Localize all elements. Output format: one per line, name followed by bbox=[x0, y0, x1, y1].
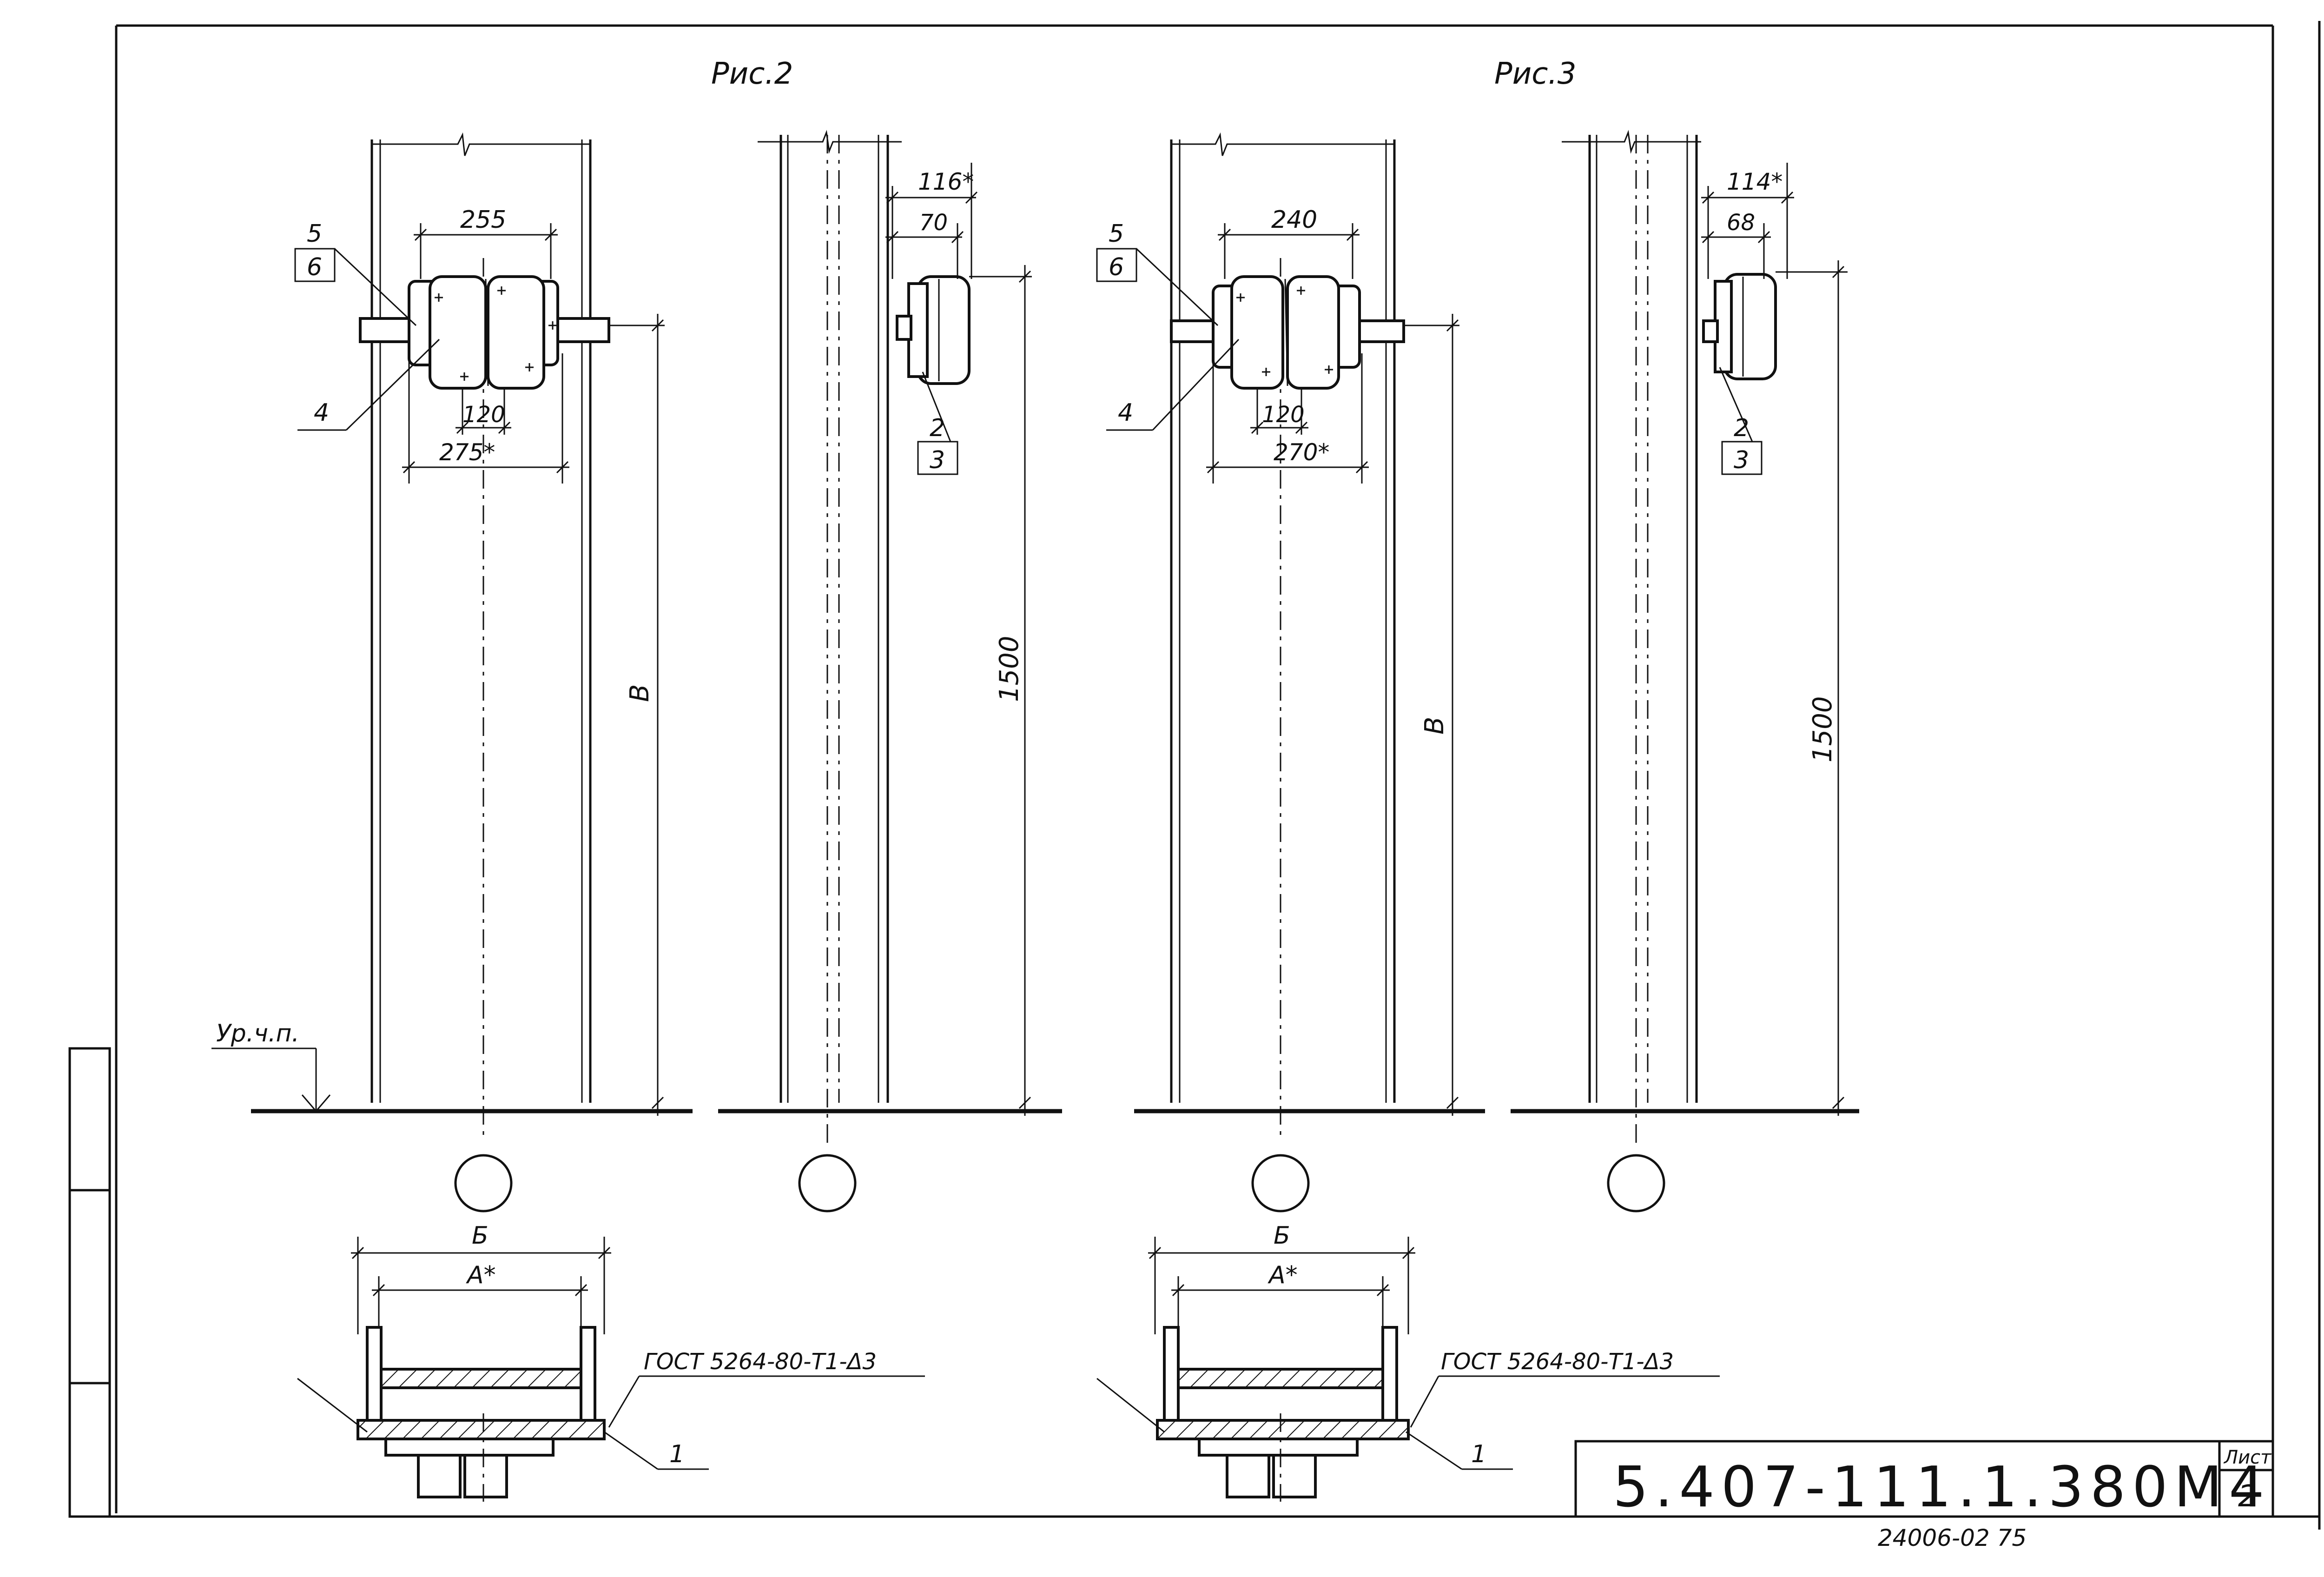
fig3-callout-2: 2 bbox=[1734, 414, 1749, 442]
fig3-side-dim-height: 1500 bbox=[1808, 696, 1838, 762]
fig3-side-dim-outer: 114* bbox=[1727, 168, 1783, 195]
fig2-callout-4: 4 bbox=[314, 399, 329, 427]
fig2-weld-note: ГОСТ 5264-80-Т1-Δ3 bbox=[644, 1349, 877, 1375]
ground-lines bbox=[211, 1047, 1859, 1113]
fig3-callout-3: 3 bbox=[1734, 446, 1749, 474]
fig2-front-view bbox=[294, 132, 665, 1141]
fig3-side-dim-inner: 68 bbox=[1727, 210, 1755, 236]
archive-number: 24006-02 75 bbox=[1878, 1524, 2027, 1551]
fig2-section-dim-b: Б bbox=[472, 1222, 489, 1250]
fig2-callout-3: 3 bbox=[930, 446, 945, 474]
fig2-side-view bbox=[758, 130, 1032, 1148]
fig2-dim-bottom: 275* bbox=[439, 439, 495, 466]
title-block bbox=[1574, 1440, 2274, 1518]
fig3-callout-4: 4 bbox=[1118, 399, 1133, 427]
fig2-side-dim-outer: 116* bbox=[918, 168, 974, 195]
fig3-callout-1: 1 bbox=[1471, 1440, 1486, 1468]
fig3-dim-top: 240 bbox=[1271, 206, 1317, 234]
fig3-section-dim-b: Б bbox=[1274, 1222, 1290, 1250]
sheet-number: 2 bbox=[2238, 1479, 2257, 1514]
fig3-section-dim-a: А* bbox=[1268, 1261, 1298, 1289]
fig2-callout-2: 2 bbox=[930, 414, 945, 442]
fig2-side-dim-inner: 70 bbox=[919, 210, 948, 236]
fig2-dim-top: 255 bbox=[460, 206, 506, 234]
fig3-front-view bbox=[1096, 132, 1459, 1141]
fig3-dim-bottom: 270* bbox=[1274, 439, 1329, 466]
section-markers bbox=[454, 1154, 1665, 1213]
sheet-frame bbox=[68, 21, 2321, 1530]
fig3-section bbox=[1096, 1237, 1720, 1502]
fig2-callout-5: 5 bbox=[307, 220, 322, 248]
fig2-callout-6: 6 bbox=[307, 253, 322, 281]
fig2-section-dim-a: А* bbox=[466, 1261, 496, 1289]
fig2-callout-1: 1 bbox=[669, 1440, 685, 1468]
floor-level-label: Ур.ч.п. bbox=[216, 1020, 299, 1047]
fig2-dim-height: В bbox=[625, 684, 655, 702]
fig3-side-view bbox=[1562, 130, 1848, 1148]
sheet-label: Лист bbox=[2223, 1447, 2272, 1468]
fig3-dim-inner: 120 bbox=[1262, 402, 1305, 428]
fig3-callout-5: 5 bbox=[1109, 220, 1124, 248]
fig3-weld-note: ГОСТ 5264-80-Т1-Δ3 bbox=[1441, 1349, 1674, 1375]
fig3-dim-height: В bbox=[1419, 717, 1450, 735]
fig2-section bbox=[297, 1237, 925, 1502]
fig2-title: Рис.2 bbox=[711, 57, 793, 91]
fig2-dim-inner: 120 bbox=[462, 402, 505, 428]
fig3-callout-6: 6 bbox=[1109, 253, 1124, 281]
document-code: 5.407-111.1.380М4 bbox=[1613, 1455, 2271, 1520]
fig2-side-dim-height: 1500 bbox=[994, 636, 1024, 702]
fig3-title: Рис.3 bbox=[1494, 57, 1576, 91]
